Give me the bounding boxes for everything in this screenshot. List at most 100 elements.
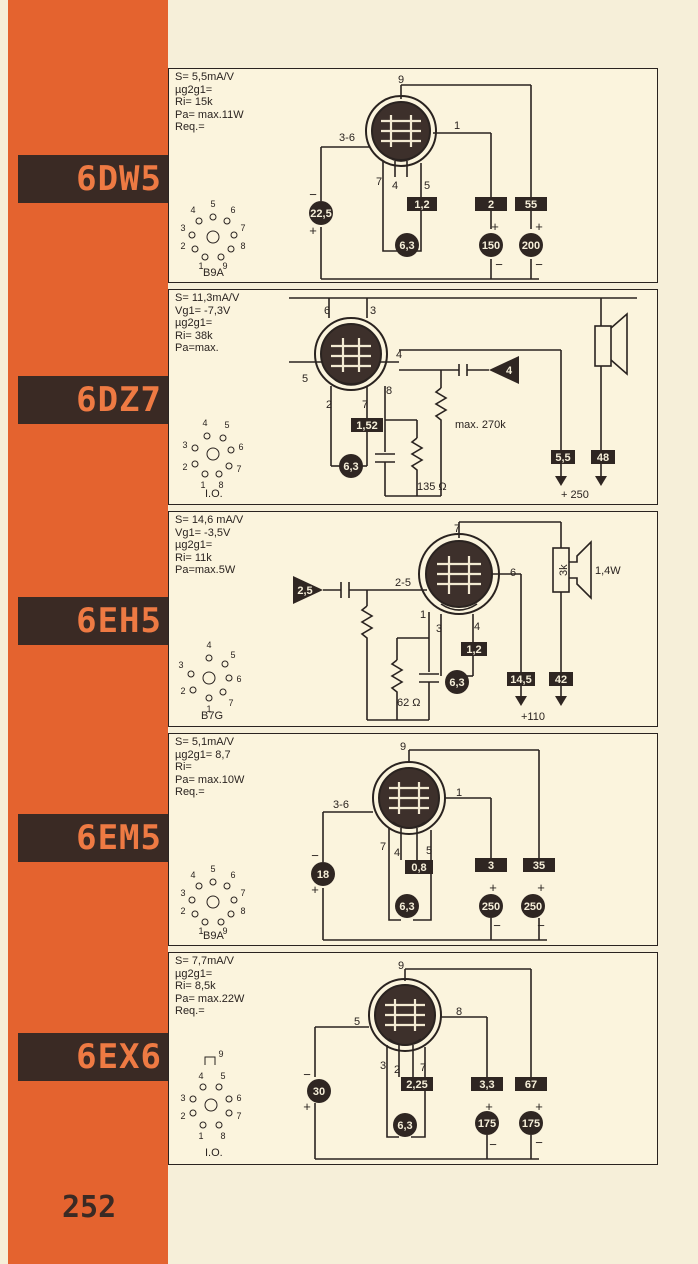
pin-label: 3-6 [333,799,349,811]
grid-bias-voltage-circle [309,201,333,225]
heater-current-box [407,197,437,211]
pin-label: 8 [456,1006,462,1018]
svg-text:4: 4 [190,870,195,880]
pin-label: 6 [324,305,330,317]
pin-label: 4 [474,621,480,633]
svg-text:+: + [535,1099,543,1114]
grid-resistor-note: max. 270k [455,419,506,431]
svg-text:−: − [535,1135,543,1150]
svg-text:3,3: 3,3 [479,1079,494,1091]
pin-label: 9 [400,741,406,753]
pin-label: 4 [396,349,402,361]
pin-label: 1 [454,120,460,132]
svg-text:3: 3 [180,888,185,898]
panel-6ex6: 9 5 8 3 2 7 − + 30 2,25 6,3 3,3 + 175 − … [168,952,658,1165]
socket-diagram-icon: 56 78 91 23 4 [180,864,245,936]
svg-text:67: 67 [525,1079,537,1091]
heater-voltage-circle [395,894,419,918]
svg-text:6: 6 [230,205,235,215]
svg-text:250: 250 [482,901,500,913]
pin-label: 3 [380,1060,386,1072]
svg-text:55: 55 [525,199,537,211]
svg-text:35: 35 [533,860,545,872]
circuit-6ex6: 9 5 8 3 2 7 − + 30 2,25 6,3 3,3 + 175 − … [180,960,547,1160]
svg-text:4: 4 [206,640,211,650]
load-resistor-label: 3k [558,564,570,576]
svg-text:5: 5 [210,864,215,874]
input-signal-triangle [293,576,323,604]
grid-bias-voltage-circle [311,862,335,886]
svg-text:6,3: 6,3 [343,461,358,473]
svg-text:−: − [537,918,545,933]
anode-current-box [549,672,573,686]
svg-text:7: 7 [236,1111,241,1121]
svg-text:6: 6 [230,870,235,880]
svg-text:2: 2 [488,199,494,211]
pin-label: 9 [398,960,404,972]
svg-text:3: 3 [488,860,494,872]
panel-6eh5: 3k 1,4W 2,5 7 2-5 6 1 3 4 [168,511,658,727]
svg-text:22,5: 22,5 [310,208,331,220]
anode-voltage-circle [521,894,545,918]
base-code: I.O. [205,1147,223,1159]
svg-text:+: + [489,880,497,895]
svg-text:6,3: 6,3 [449,677,464,689]
tube-label-6eh5: 6EH5 [18,597,168,645]
svg-text:1,2: 1,2 [466,644,481,656]
pin-label: 4 [392,180,398,192]
svg-text:4: 4 [190,205,195,215]
svg-text:9: 9 [218,1049,223,1059]
heater-current-box [351,418,383,432]
anode-voltage-circle [519,233,543,257]
svg-text:−: − [303,1067,311,1082]
svg-text:30: 30 [313,1086,325,1098]
anode-current-box [515,1077,547,1091]
pin-label: 7 [420,1062,426,1074]
circuit-6eh5: 3k 1,4W 2,5 7 2-5 6 1 3 4 [178,521,621,723]
svg-text:5: 5 [230,650,235,660]
screen-current-box [551,450,575,464]
pin-label: 5 [426,845,432,857]
pin-label: 3 [436,623,442,635]
svg-text:18: 18 [317,869,329,881]
pin-label: 6 [510,567,516,579]
anode-voltage-circle [519,1111,543,1135]
pin-label: 4 [394,847,400,859]
heater-voltage-circle [339,454,363,478]
svg-text:2,25: 2,25 [406,1079,427,1091]
svg-text:250: 250 [524,901,542,913]
svg-text:5: 5 [224,420,229,430]
heater-current-box [461,642,487,656]
svg-text:8: 8 [240,906,245,916]
supply-voltage-note: +110 [521,711,545,723]
svg-text:2: 2 [180,241,185,251]
pin-label: 7 [380,841,386,853]
specs-6eh5: S= 14,6 mA/V Vg1= -3,5V µg2g1= Ri= 11k P… [175,514,244,576]
svg-text:+: + [537,880,545,895]
tube-label-6ex6: 6EX6 [18,1033,168,1081]
socket-diagram-icon: 56 78 91 23 4 [180,199,245,271]
specs-6dw5: S= 5,5mA/V µg2g1= Ri= 15k Pa= max.11W Re… [175,71,244,133]
screen-current-box [471,1077,503,1091]
svg-text:3: 3 [178,660,183,670]
svg-text:+: + [491,219,499,234]
svg-text:5: 5 [210,199,215,209]
svg-text:−: − [309,187,317,202]
anode-current-box [523,858,555,872]
panel-6em5: 9 3-6 1 7 4 5 − + 18 0,8 6,3 3 + 250 − 3… [168,733,658,946]
circuit-6em5: 9 3-6 1 7 4 5 − + 18 0,8 6,3 3 + 250 − 3… [180,741,555,941]
svg-text:1: 1 [206,704,211,714]
svg-text:+: + [303,1099,311,1114]
page-number: 252 [62,1190,117,1225]
input-signal-triangle [489,356,519,384]
svg-text:9: 9 [222,261,227,271]
svg-text:1,2: 1,2 [414,199,429,211]
svg-text:7: 7 [240,223,245,233]
cathode-resistor-note: 135 Ω [417,481,447,493]
circuit-6dw5: 9 3-6 1 7 4 5 − + 22,5 1,2 6,3 2 + 150 −… [180,74,547,280]
svg-text:3: 3 [180,223,185,233]
pin-label: 5 [424,180,430,192]
svg-text:175: 175 [478,1118,496,1130]
screen-current-box [475,858,507,872]
pin-label: 9 [398,74,404,86]
